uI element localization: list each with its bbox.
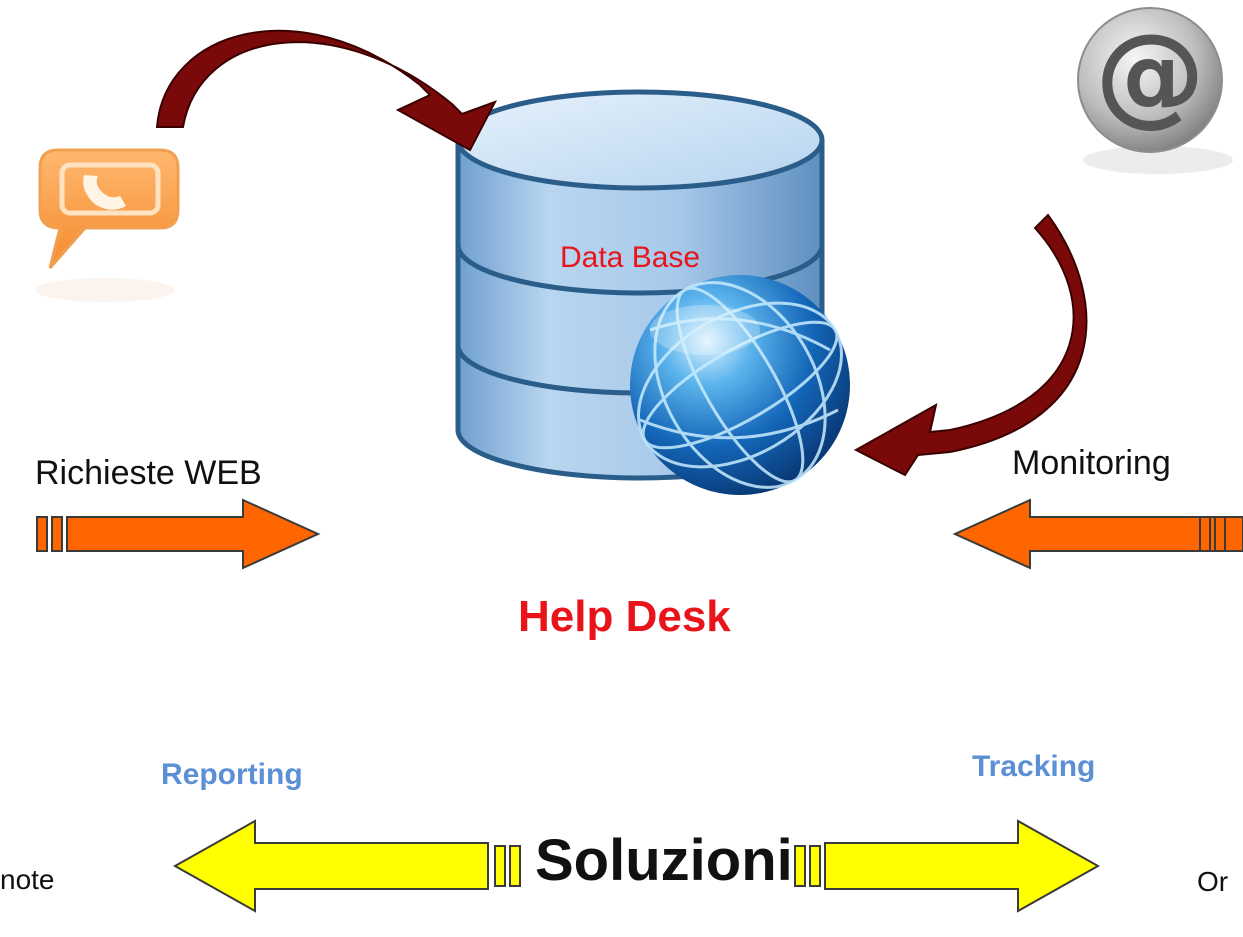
label-richieste-web: Richieste WEB — [35, 454, 262, 492]
label-data-base: Data Base — [560, 241, 701, 274]
phone-chat-icon — [35, 148, 180, 302]
label-reporting: Reporting — [161, 758, 303, 791]
svg-text:@: @ — [1095, 10, 1205, 138]
label-help-desk: Help Desk — [518, 592, 731, 641]
globe-icon — [630, 275, 850, 495]
label-soluzioni: Soluzioni — [535, 828, 793, 893]
at-sign-icon: @ — [1077, 7, 1233, 174]
yellow-arrow-right — [794, 819, 1101, 913]
yellow-arrow-left — [172, 819, 521, 913]
label-left-edge: note — [0, 864, 55, 895]
label-tracking: Tracking — [972, 750, 1096, 783]
curved-arrow-phone-to-db — [155, 29, 498, 152]
orange-arrow-left — [952, 498, 1243, 570]
label-right-edge: Or — [1197, 866, 1229, 897]
orange-arrow-right — [36, 498, 321, 570]
curved-arrow-email-to-globe — [853, 213, 1088, 477]
label-monitoring: Monitoring — [1012, 444, 1171, 482]
